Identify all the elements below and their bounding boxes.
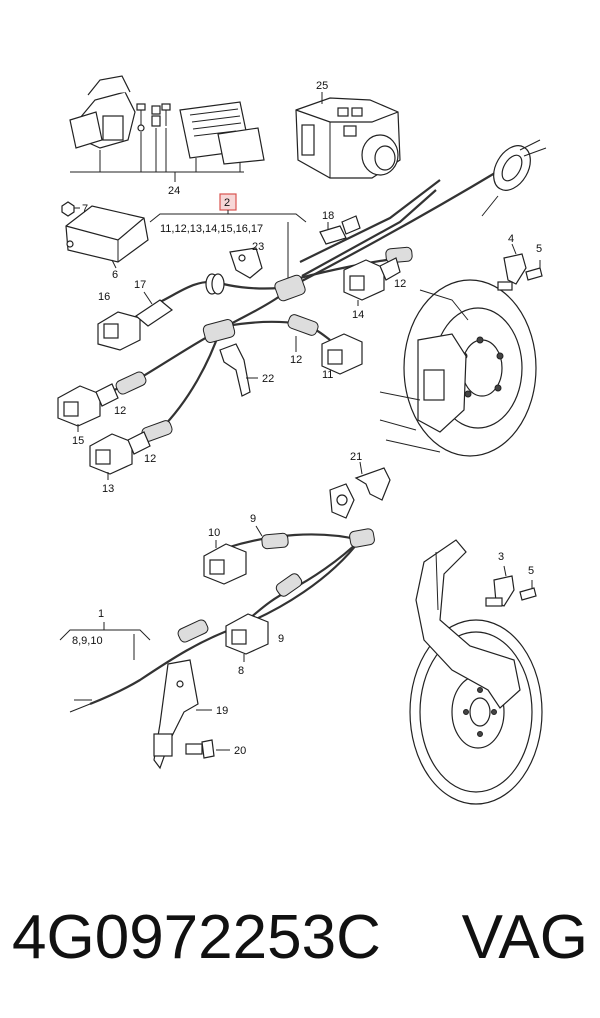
callout-20: 20 bbox=[234, 745, 246, 757]
callout-8: 8 bbox=[238, 665, 244, 677]
callout-21: 21 bbox=[350, 451, 362, 463]
callout-17: 17 bbox=[134, 279, 146, 291]
bracket-22 bbox=[219, 343, 258, 397]
connector-10 bbox=[203, 543, 247, 585]
bracket-21 bbox=[329, 461, 391, 519]
callout-19: 19 bbox=[216, 705, 228, 717]
callout-11: 11 bbox=[322, 369, 333, 381]
bolt-5-rear bbox=[519, 580, 537, 601]
callout-14: 14 bbox=[352, 309, 364, 321]
callout-12-c: 12 bbox=[114, 405, 126, 417]
part-number: 4G0972253C bbox=[12, 902, 381, 972]
callout-22: 22 bbox=[262, 373, 274, 385]
caption: 4G0972253C VAG bbox=[12, 892, 588, 982]
callout-18: 18 bbox=[322, 210, 334, 222]
bolt-5-front bbox=[525, 260, 543, 281]
callout-13: 13 bbox=[102, 483, 114, 495]
bracket-23 bbox=[229, 247, 263, 279]
callout-7: 7 bbox=[82, 203, 88, 215]
front-wheel-speed-harness bbox=[109, 139, 547, 442]
callout-4: 4 bbox=[508, 233, 514, 245]
connector-15 bbox=[57, 383, 119, 427]
connector-13 bbox=[89, 431, 151, 475]
wheel-speed-sensor-3 bbox=[485, 565, 515, 607]
control-module-6 bbox=[65, 205, 149, 269]
callout-5-b: 5 bbox=[528, 565, 534, 577]
callout-12-a: 12 bbox=[394, 278, 406, 290]
bracket-19 bbox=[153, 659, 212, 770]
abs-control-unit-kit bbox=[69, 75, 265, 182]
cable-clip-18 bbox=[319, 215, 361, 245]
callout-1: 1 bbox=[98, 608, 104, 620]
parts-diagram: 24 25 2 11,12,13,14,15,16,17 6 7 bbox=[57, 75, 547, 805]
callout-6: 6 bbox=[112, 269, 118, 281]
wheel-speed-sensor-4 bbox=[497, 243, 527, 291]
callout-9-b: 9 bbox=[278, 633, 284, 645]
callout-23: 23 bbox=[252, 241, 264, 253]
front-brake-assembly bbox=[379, 279, 537, 457]
callout-1-subparts: 8,9,10 bbox=[72, 635, 103, 647]
connector-14 bbox=[343, 257, 401, 301]
callout-2: 2 bbox=[224, 197, 230, 209]
callout-5-a: 5 bbox=[536, 243, 542, 255]
connector-16 bbox=[97, 299, 174, 351]
callout-10: 10 bbox=[208, 527, 220, 539]
callout-3: 3 bbox=[498, 551, 504, 563]
callout-15: 15 bbox=[72, 435, 84, 447]
callout-12-d: 12 bbox=[144, 453, 156, 465]
connector-11 bbox=[321, 333, 363, 375]
rear-wheel-speed-harness bbox=[69, 528, 375, 713]
callout-2-subparts: 11,12,13,14,15,16,17 bbox=[160, 223, 263, 235]
connector-8 bbox=[225, 613, 269, 655]
abs-hydraulic-unit bbox=[295, 92, 401, 179]
callout-24: 24 bbox=[168, 185, 180, 197]
nut-7 bbox=[61, 201, 80, 217]
brand-name: VAG bbox=[461, 902, 588, 972]
rear-brake-assembly bbox=[409, 539, 543, 805]
callout-25: 25 bbox=[316, 80, 328, 92]
callout-12-b: 12 bbox=[290, 354, 302, 366]
callout-9-a: 9 bbox=[250, 513, 256, 525]
bolt-20 bbox=[185, 739, 230, 759]
callout-16: 16 bbox=[98, 291, 110, 303]
